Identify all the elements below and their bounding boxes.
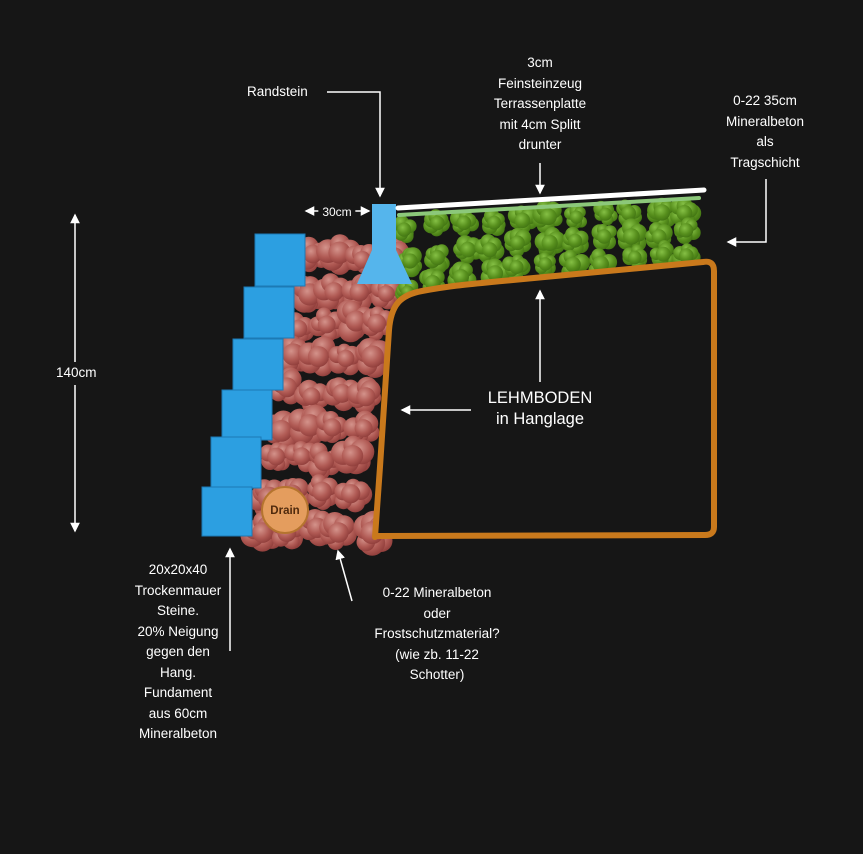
- terrace-slab-line: [395, 187, 707, 211]
- wall-block: [254, 233, 306, 287]
- wall-block: [221, 389, 273, 441]
- arrow-mineralbeton: [335, 549, 353, 602]
- label-mineralbeton: 0-22 Mineralbeton oder Frostschutzmateri…: [374, 585, 500, 682]
- randstein-shape: [357, 204, 412, 284]
- wall-block: [243, 286, 295, 339]
- wall-block: [210, 436, 262, 489]
- label-30cm: 30cm: [318, 201, 356, 224]
- drain-circle: [261, 486, 309, 534]
- label-tragschicht: 0-22 35cm Mineralbeton als Tragschicht: [725, 93, 805, 170]
- splitt-bedding-line: [397, 196, 701, 217]
- arrow-tragschicht: [726, 179, 767, 247]
- label-randstein: Randstein: [247, 84, 308, 99]
- gravel-red-layer: [240, 234, 413, 556]
- drain: Drain: [261, 486, 309, 534]
- wall-block: [232, 338, 284, 391]
- soil-boundary-line: [372, 258, 717, 540]
- label-140cm: 140cm: [52, 362, 101, 385]
- label-terrassenplatte: 3cm Feinsteinzeug Terrassenplatte mit 4c…: [493, 55, 587, 152]
- label-trockenmauer: 20x20x40 Trockenmauer Steine. 20% Neigun…: [134, 562, 222, 741]
- trockenmauer-wall: [201, 233, 306, 537]
- drain-label: Drain: [270, 505, 299, 517]
- label-lehmboden: LEHMBODEN in Hanglage: [487, 389, 593, 428]
- wall-block: [201, 486, 253, 537]
- arrow-randstein: [327, 91, 385, 198]
